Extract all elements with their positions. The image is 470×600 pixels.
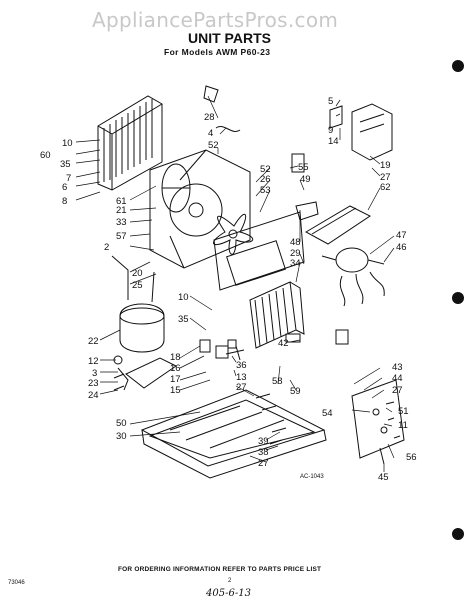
- callout-53: 53: [260, 185, 271, 196]
- callout-60: 60: [40, 150, 51, 161]
- callout-4: 4: [208, 128, 213, 139]
- callout-22: 22: [88, 336, 99, 347]
- filter-panel: [304, 205, 371, 245]
- callout-5: 5: [328, 96, 333, 107]
- callout-42: 42: [278, 338, 289, 349]
- control-panel: [351, 379, 405, 459]
- callout-12: 12: [88, 356, 99, 367]
- callout-27c: 27: [392, 385, 403, 396]
- callout-10b: 10: [178, 292, 189, 303]
- callout-labels: 10 60 35 7 6 8 61 21 33 57 2 20 25 28 4 …: [40, 96, 417, 483]
- callout-52b: 52: [260, 164, 271, 175]
- callout-17: 17: [170, 374, 181, 385]
- drawing-id: AC-1043: [300, 474, 324, 480]
- binder-hole-3: [452, 528, 464, 540]
- fan-motor: [321, 247, 385, 307]
- callout-25: 25: [132, 280, 143, 291]
- binder-hole-2: [452, 292, 464, 304]
- callout-26: 26: [260, 174, 271, 185]
- callout-48: 48: [290, 237, 301, 248]
- callout-9: 9: [328, 125, 333, 136]
- callout-45: 45: [378, 472, 389, 483]
- callout-19: 19: [380, 160, 391, 171]
- callout-7: 7: [66, 173, 71, 184]
- callout-27a: 27: [380, 172, 391, 183]
- callout-54: 54: [322, 408, 333, 419]
- callout-47: 47: [396, 230, 407, 241]
- callout-11: 11: [398, 420, 408, 431]
- callout-52a: 52: [208, 140, 219, 151]
- callout-28: 28: [204, 112, 215, 123]
- callout-61: 61: [116, 196, 127, 207]
- callout-24: 24: [88, 390, 99, 401]
- callout-55: 55: [298, 162, 309, 173]
- callout-13: 13: [236, 372, 247, 383]
- condenser-coil: [97, 95, 163, 191]
- orifice-panel: [213, 211, 305, 291]
- compressor-mount: [113, 357, 177, 391]
- page-title: UNIT PARTS: [188, 30, 271, 46]
- callout-57: 57: [116, 231, 127, 242]
- callout-39: 39: [258, 436, 269, 447]
- callout-62: 62: [380, 182, 391, 193]
- condenser-fan: [161, 163, 191, 213]
- callout-20: 20: [132, 268, 143, 279]
- fittings: [113, 85, 401, 465]
- callout-43: 43: [392, 362, 403, 373]
- callout-10a: 10: [62, 138, 73, 149]
- callout-18: 18: [170, 352, 181, 363]
- callout-49: 49: [300, 174, 311, 185]
- callout-14: 14: [328, 136, 339, 147]
- callout-8: 8: [62, 196, 67, 207]
- callout-21: 21: [116, 205, 127, 216]
- callout-29: 29: [290, 248, 301, 259]
- binder-hole-1: [452, 60, 464, 72]
- callout-59: 59: [290, 386, 301, 397]
- callout-27b: 27: [236, 382, 247, 393]
- callout-2: 2: [104, 242, 109, 253]
- callout-3: 3: [92, 368, 97, 379]
- leader-lines: [75, 95, 395, 472]
- callout-46: 46: [396, 242, 407, 253]
- document-number: 73046: [8, 580, 25, 586]
- evaporator-coil: [249, 281, 305, 349]
- callout-35a: 35: [60, 159, 71, 170]
- callout-30: 30: [116, 431, 127, 442]
- callout-56: 56: [406, 452, 417, 463]
- callout-23: 23: [88, 378, 99, 389]
- callout-6: 6: [62, 182, 67, 193]
- callout-35b: 35: [178, 314, 189, 325]
- page-subtitle: For Models AWM P60-23: [164, 47, 271, 57]
- callout-58: 58: [272, 376, 283, 387]
- blower-fan: [213, 213, 254, 255]
- callout-38: 38: [258, 447, 269, 458]
- callout-16: 16: [170, 363, 181, 374]
- callout-15: 15: [170, 385, 181, 396]
- callout-33: 33: [116, 217, 127, 228]
- compressor: [111, 255, 165, 353]
- page-number: 2: [228, 578, 232, 584]
- callout-51: 51: [398, 406, 409, 417]
- base-pan: [140, 389, 327, 479]
- handwritten-note: 405-6-13: [206, 588, 251, 599]
- watermark: AppliancePartsPros.com: [92, 8, 339, 32]
- callout-34: 34: [290, 258, 301, 269]
- control-bracket: [329, 103, 393, 161]
- callout-36: 36: [236, 360, 247, 371]
- callout-50: 50: [116, 418, 127, 429]
- callout-27d: 27: [258, 458, 269, 469]
- callout-44: 44: [392, 373, 403, 384]
- ordering-footer: FOR ORDERING INFORMATION REFER TO PARTS …: [118, 566, 322, 573]
